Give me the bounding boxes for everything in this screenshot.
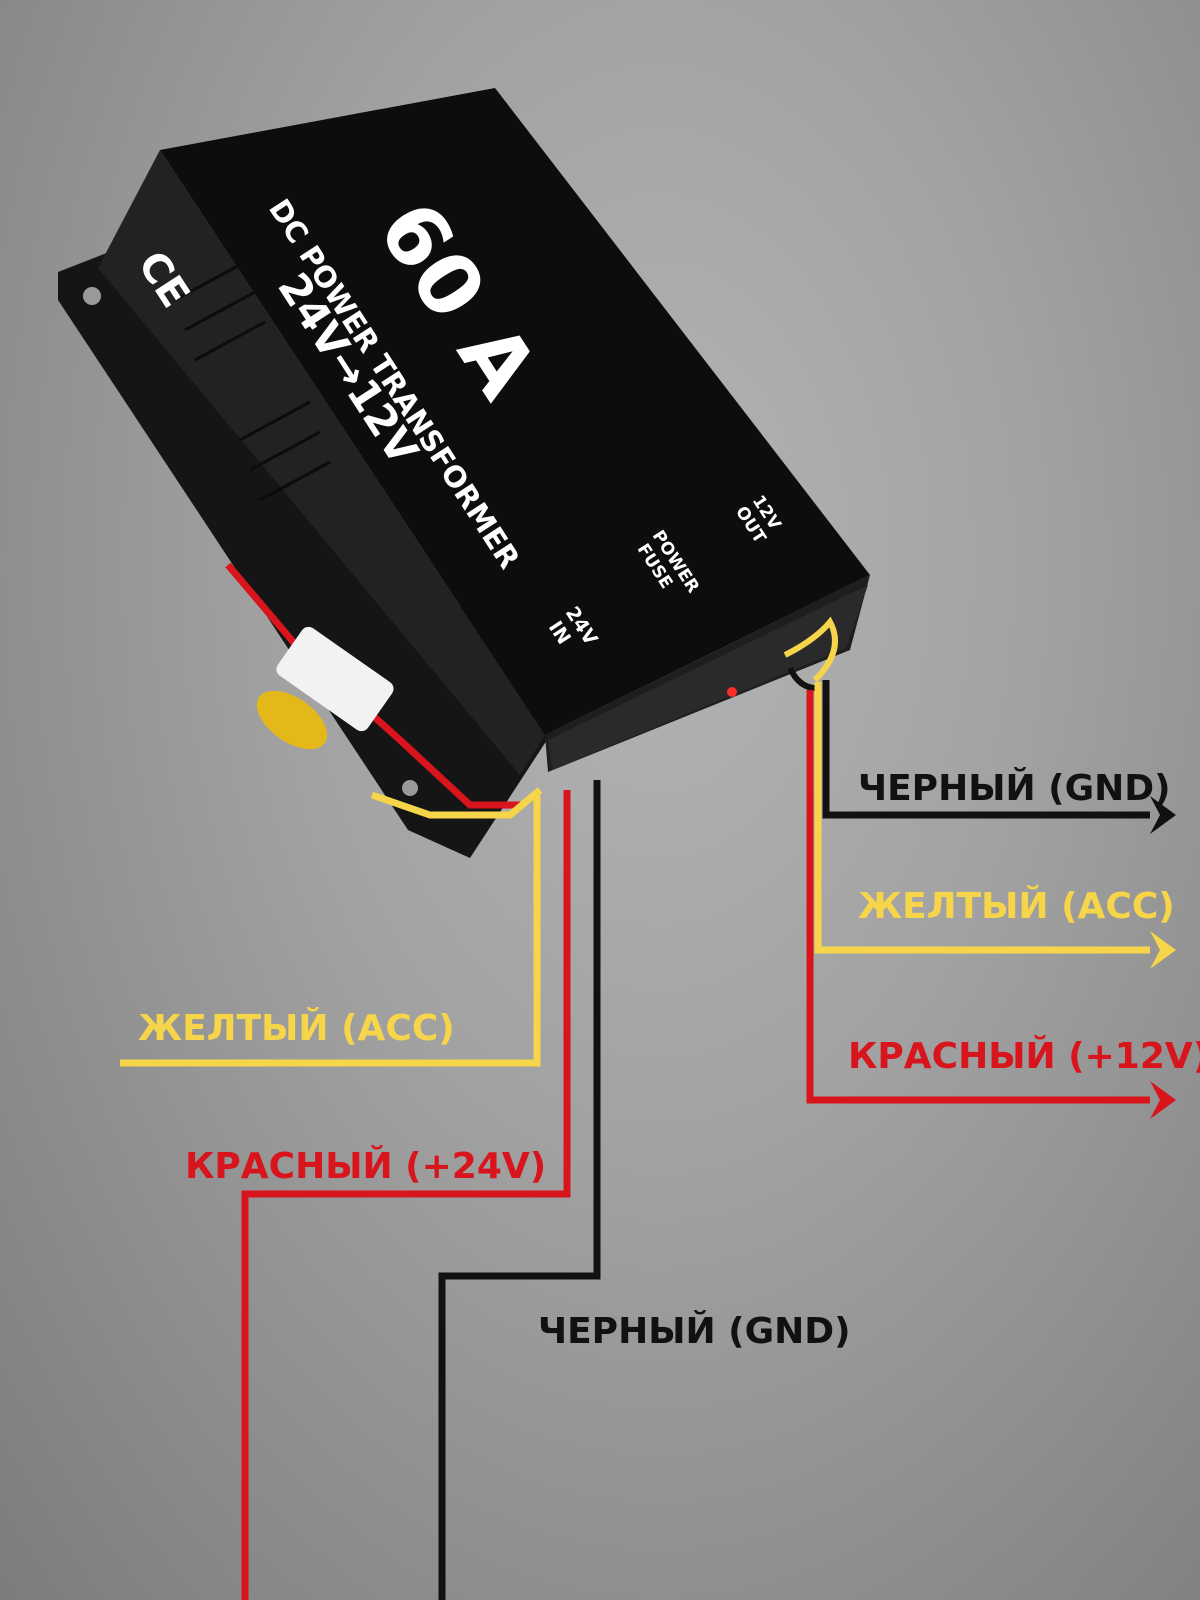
label-input-black: ЧЕРНЫЙ (GND) <box>538 1310 851 1352</box>
arrow-head-icon <box>1150 931 1176 969</box>
input-wire-red <box>245 790 567 1600</box>
label-input-red: КРАСНЫЙ (+24V) <box>185 1145 546 1187</box>
input-wire-black <box>442 780 597 1600</box>
dc-converter-device: DC POWER TRANSFORMER 24V→12V 60 A CE 24V… <box>58 88 870 858</box>
mounting-hole <box>83 287 101 305</box>
label-output-red: КРАСНЫЙ (+12V) <box>848 1035 1200 1077</box>
mounting-hole <box>402 780 418 796</box>
output-wires: ЧЕРНЫЙ (GND) ЖЕЛТЫЙ (ACC) КРАСНЫЙ (+12V) <box>810 680 1200 1119</box>
label-output-yellow: ЖЕЛТЫЙ (ACC) <box>858 885 1175 927</box>
label-output-black: ЧЕРНЫЙ (GND) <box>858 767 1171 809</box>
power-led <box>727 687 737 697</box>
label-input-yellow: ЖЕЛТЫЙ (ACC) <box>138 1007 455 1049</box>
arrow-head-icon <box>1150 1081 1176 1119</box>
input-wires: ЖЕЛТЫЙ (ACC) КРАСНЫЙ (+24V) ЧЕРНЫЙ (GND) <box>120 780 851 1600</box>
